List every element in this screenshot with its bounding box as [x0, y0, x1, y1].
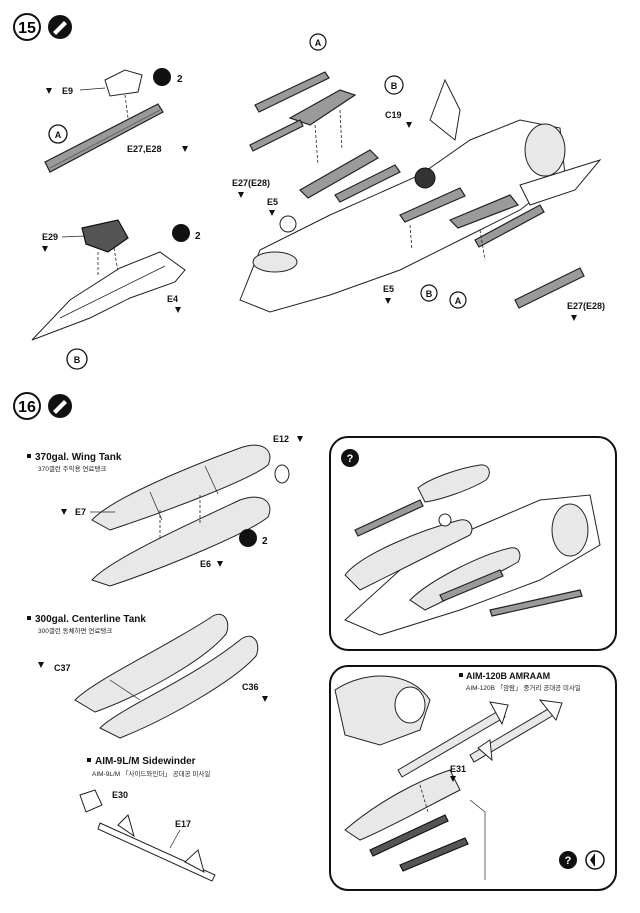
- wing-tank-group: 370gal. Wing Tank 370갤런 주익용 연료탱크 E12 E7 …: [27, 434, 303, 587]
- label-e31: E31: [450, 764, 466, 774]
- center-tank-title: 300gal. Centerline Tank: [35, 614, 146, 625]
- ref-a-bottom: A: [455, 296, 462, 306]
- label-c36: C36: [242, 682, 259, 692]
- label-e6: E6: [200, 559, 211, 569]
- qty-label: 2: [177, 74, 183, 85]
- wing-tank-korean: 370갤런 주익용 연료탱크: [38, 464, 106, 473]
- help-icon-top: ?: [347, 453, 354, 465]
- step-15-header: 15: [13, 13, 72, 41]
- step-16-number: 16: [18, 399, 36, 416]
- qty-label-3: 2: [262, 536, 268, 547]
- amraam-title: AIM-120B AMRAAM: [466, 671, 550, 681]
- label-e5-left: E5: [267, 197, 278, 207]
- ref-b-top: B: [391, 81, 398, 91]
- center-tank-group: 300gal. Centerline Tank 300갤런 동체하면 연료탱크 …: [27, 613, 268, 739]
- label-e7: E7: [75, 507, 86, 517]
- sidewinder-title: AIM-9L/M Sidewinder: [95, 756, 196, 767]
- label-e5-bottom: E5: [383, 284, 394, 294]
- info-box-tanks: ?: [329, 436, 617, 651]
- label-c37: C37: [54, 663, 71, 673]
- aircraft-step15: A B C19 E27(E28) E5 E5 B A E27(E28): [232, 33, 605, 321]
- label-e9: E9: [62, 86, 73, 96]
- part-e9-group: E9 2: [46, 68, 183, 119]
- wing-tank-title: 370gal. Wing Tank: [35, 452, 122, 463]
- label-c19: C19: [385, 110, 402, 120]
- paint-icon: [153, 68, 171, 86]
- label-e12: E12: [273, 434, 289, 444]
- ref-a-top: A: [315, 38, 322, 48]
- label-e27-e28-right: E27(E28): [567, 301, 605, 311]
- label-e4: E4: [167, 294, 178, 304]
- label-e27-e28-left: E27(E28): [232, 178, 270, 188]
- info-box-missiles: ? AIM-120B AMRAAM AIM-120B 「암람」 중거리 공대공 …: [329, 665, 617, 891]
- ref-b: B: [74, 355, 81, 365]
- part-e4-pylon: E4 B: [31, 251, 186, 370]
- sidewinder-group: AIM-9L/M Sidewinder AIM-9L/M 「사이드와인더」 공대…: [79, 756, 216, 882]
- part-rail-a: A E27,E28: [44, 103, 188, 173]
- ref-b-bottom: B: [426, 289, 433, 299]
- label-e30: E30: [112, 790, 128, 800]
- pin-icon: [46, 88, 52, 94]
- label-e29: E29: [42, 232, 58, 242]
- center-tank-korean: 300갤런 동체하면 연료탱크: [38, 626, 112, 635]
- ref-a: A: [55, 130, 62, 140]
- sidewinder-korean: AIM-9L/M 「사이드와인더」 공대공 미사일: [92, 769, 210, 778]
- amraam-korean: AIM-120B 「암람」 중거리 공대공 미사일: [466, 683, 581, 692]
- help-icon-bottom: ?: [565, 855, 572, 867]
- part-e29-group: E29 2: [42, 219, 201, 275]
- qty-label-2: 2: [195, 231, 201, 242]
- step-16-header: 16: [13, 392, 72, 420]
- label-e17: E17: [175, 819, 191, 829]
- label-e27-e28: E27,E28: [127, 144, 162, 154]
- step-15-number: 15: [18, 20, 36, 37]
